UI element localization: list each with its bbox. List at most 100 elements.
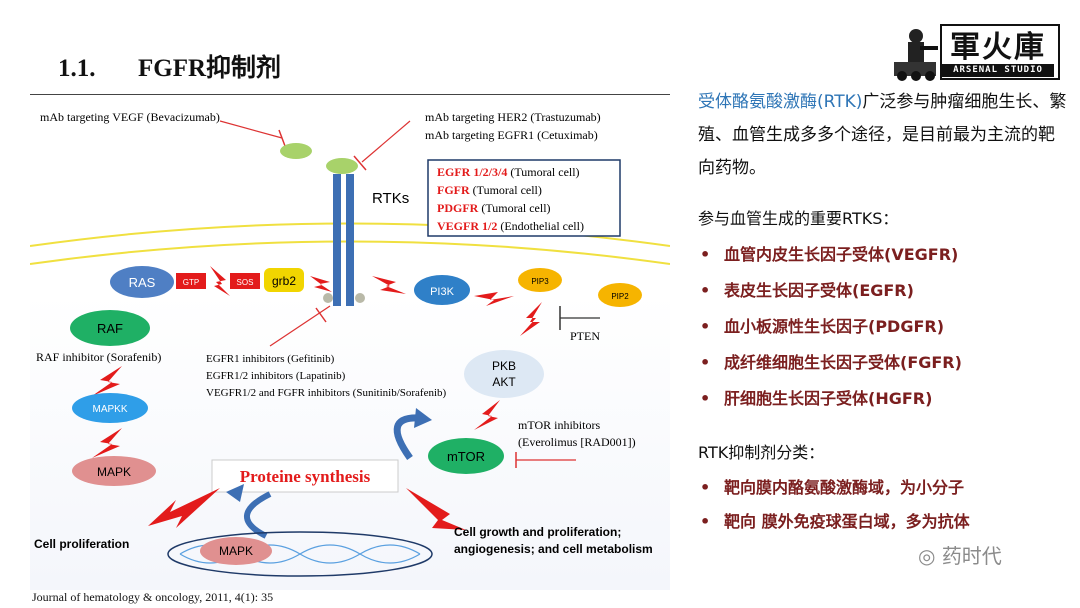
receptor-fgfr: FGFR (Tumoral cell) <box>437 183 542 197</box>
pi3k-node <box>414 275 470 305</box>
logo-en: ARSENAL STUDIO <box>942 64 1054 77</box>
mapk-node <box>72 456 156 486</box>
sos-node <box>230 273 260 289</box>
bullet: • <box>700 317 711 336</box>
pi3k-label: PI3K <box>430 286 455 298</box>
section-rtk-inhibitors: RTK抑制剂分类： <box>698 443 825 462</box>
inhibitor-class-list: •靶向膜内酪氨酸激酶域，为小分子 •靶向 膜外免疫球蛋白域，多为抗体 <box>698 471 1068 539</box>
title-text: FGFR抑制剂 <box>138 55 282 82</box>
pten-label: PTEN <box>570 329 600 343</box>
title-divider <box>30 94 670 95</box>
logo-frame <box>940 24 1060 80</box>
phospho-left <box>323 293 333 303</box>
title-number: 1.1. <box>58 55 96 82</box>
rtk-receptor-right <box>346 174 354 306</box>
receptor-egfr: EGFR 1/2/3/4 (Tumoral cell) <box>437 165 580 179</box>
vegf-ligand <box>280 143 312 159</box>
signal-bolt-8 <box>474 400 500 430</box>
logo-cn: 軍火庫 <box>950 30 1046 65</box>
watermark-text: 药时代 <box>941 544 1002 568</box>
mtor-label: mTOR <box>447 449 485 464</box>
raf-label: RAF <box>97 321 123 336</box>
mapk-nucleus-label: MAPK <box>219 544 253 558</box>
pkb-label: PKB <box>492 359 516 373</box>
bullet: • <box>700 389 711 408</box>
raf-node <box>70 310 150 346</box>
cell-proliferation-label: Cell proliferation <box>34 537 129 551</box>
vegfr-fgfr-inhibitor: VEGFR1/2 and FGFR inhibitors (Sunitinib/… <box>206 387 447 399</box>
arrow-proliferation <box>148 488 220 528</box>
mab-her2-bar <box>353 155 367 171</box>
pathway-svg: mAb targeting VEGF (Bevacizumab) mAb tar… <box>29 96 671 590</box>
pip2-node <box>598 283 642 307</box>
signal-bolt-7 <box>520 302 542 336</box>
intro-rest: 广泛参与肿瘤细胞生长、繁殖、血管生成多多个途径，是目前最为主流的靶向药物。 <box>698 92 1067 178</box>
rtks-label: RTKs <box>372 190 409 207</box>
mtor-inhibitors-label: mTOR inhibitors <box>518 418 600 432</box>
pip2-label: PIP2 <box>611 292 629 301</box>
grb2-node <box>264 268 304 292</box>
bullet: • <box>700 512 711 531</box>
mab-vegf-label: mAb targeting VEGF (Bevacizumab) <box>40 110 220 124</box>
arrow-cell-growth <box>406 488 466 530</box>
curved-arrow-mtor <box>393 414 421 461</box>
signal-bolt-1 <box>210 266 230 296</box>
bullet: • <box>700 353 711 372</box>
list-item: •表皮生长因子受体(EGFR) <box>698 273 1068 309</box>
mab-egfr-label: mAb targeting EGFR1 (Cetuximab) <box>425 128 598 142</box>
egfr1-inhibitor: EGFR1 inhibitors (Gefitinib) <box>206 353 335 365</box>
curved-arrow-head-2 <box>226 484 244 502</box>
arsenal-logo: 軍火庫 ARSENAL STUDIO <box>890 18 1060 82</box>
citation: Journal of hematology & oncology, 2011, … <box>32 590 274 604</box>
bullet: • <box>700 281 711 300</box>
intro-text: 受体酪氨酸激酶(RTK)广泛参与肿瘤细胞生长、繁殖、血管生成多多个途径，是目前最… <box>698 86 1068 185</box>
raf-inhibitor-label: RAF inhibitor (Sorafenib) <box>36 350 161 364</box>
watermark: ◎ 药时代 <box>918 540 1002 569</box>
mab-vegf-line <box>219 120 283 139</box>
mapk-nucleus-node <box>200 537 272 565</box>
phospho-right <box>355 293 365 303</box>
cell-growth-line2: angiogenesis; and cell metabolism <box>454 542 653 556</box>
rtk-list: •血管内皮生长因子受体(VEGFR) •表皮生长因子受体(EGFR) •血小板源… <box>698 237 1068 417</box>
info-panel: 受体酪氨酸激酶(RTK)广泛参与肿瘤细胞生长、繁殖、血管生成多多个途径，是目前最… <box>698 86 1068 539</box>
list-item: •肝细胞生长因子受体(HGFR) <box>698 381 1068 417</box>
pkb-akt-node <box>464 350 544 398</box>
gtp-node <box>176 273 206 289</box>
nucleus <box>167 531 433 577</box>
signal-bolt-2 <box>310 276 332 292</box>
mab-vegf-bar <box>278 129 286 147</box>
receptor-vegfr: VEGFR 1/2 (Endothelial cell) <box>437 219 584 233</box>
rtk-pathway-diagram: mAb targeting VEGF (Bevacizumab) mAb tar… <box>29 96 671 590</box>
everolimus-label: (Everolimus [RAD001]) <box>518 435 636 449</box>
receptor-pdgfr: PDGFR (Tumoral cell) <box>437 201 551 215</box>
soldier-icon <box>894 29 938 81</box>
list-item: •成纤维细胞生长因子受体(FGFR) <box>698 345 1068 381</box>
sos-label: SOS <box>237 278 254 287</box>
mapkk-node <box>72 393 148 423</box>
protein-synthesis-label: Proteine synthesis <box>240 467 371 486</box>
cell-growth-line1: Cell growth and proliferation; <box>454 525 621 539</box>
bullet: • <box>700 478 711 497</box>
signal-bolt-3 <box>372 276 406 294</box>
ras-node <box>110 266 174 298</box>
receptor-list-box <box>427 159 621 237</box>
pip3-node <box>518 268 562 292</box>
bullet: • <box>700 245 711 264</box>
rtk-receptor-left <box>333 174 341 306</box>
ras-label: RAS <box>129 275 156 290</box>
mapkk-label: MAPKK <box>92 404 127 415</box>
receptor-ligand <box>326 158 358 174</box>
egfr-inhibitor-bar <box>315 307 327 323</box>
signal-bolt-6 <box>92 428 122 458</box>
mab-her2-line <box>361 120 411 163</box>
wechat-icon: ◎ <box>918 544 936 568</box>
egfr12-inhibitor: EGFR1/2 inhibitors (Lapatinib) <box>206 370 346 382</box>
list-item: •靶向膜内酪氨酸激酶域，为小分子 <box>698 471 1068 505</box>
akt-label: AKT <box>492 375 516 389</box>
grb2-label: grb2 <box>272 274 296 288</box>
intro-highlight: 受体酪氨酸激酶(RTK) <box>698 92 863 112</box>
mapk-label: MAPK <box>97 465 131 479</box>
list-item: •血小板源性生长因子(PDGFR) <box>698 309 1068 345</box>
mtor-node <box>428 438 504 474</box>
section-vegf-rtks: 参与血管生成的重要RTKS： <box>698 209 899 228</box>
